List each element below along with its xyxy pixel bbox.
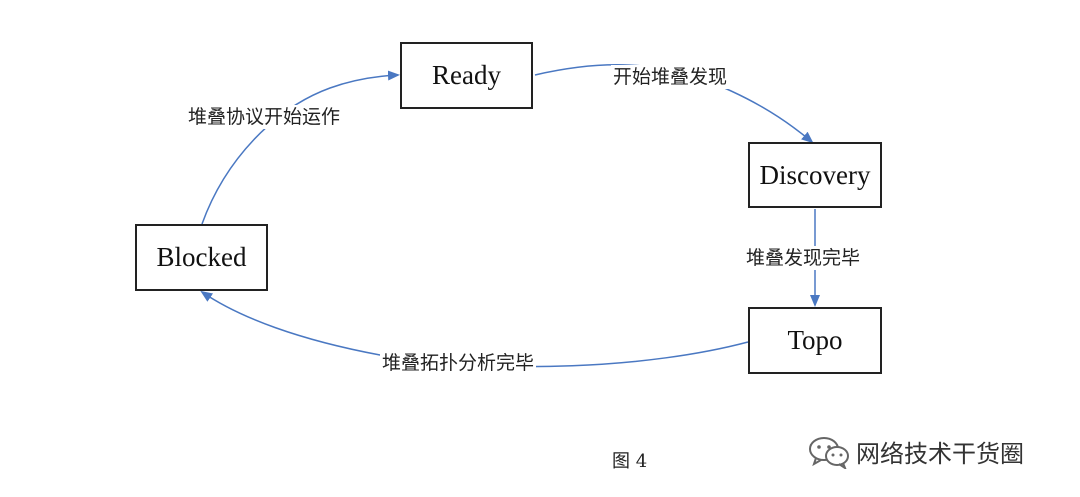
transition-label-ready-to-discovery: 开始堆叠发现 xyxy=(611,65,730,89)
wechat-icon xyxy=(809,436,849,469)
watermark-text: 网络技术干货圈 xyxy=(856,440,1024,468)
transition-label-discovery-to-topo: 堆叠发现完毕 xyxy=(744,246,863,270)
state-discovery-label: Discovery xyxy=(759,159,871,190)
figure-caption: 图 4 xyxy=(612,451,648,472)
arrow-blocked-to-ready xyxy=(201,70,400,225)
state-blocked-label: Blocked xyxy=(156,242,247,272)
transition-label-blocked-to-ready: 堆叠协议开始运作 xyxy=(186,105,343,129)
state-ready-label: Ready xyxy=(432,60,501,90)
state-topo: Topo xyxy=(748,307,882,374)
state-topo-label: Topo xyxy=(787,325,843,355)
state-discovery: Discovery xyxy=(748,142,882,208)
state-ready: Ready xyxy=(400,42,533,109)
watermark: 网络技术干货圈 xyxy=(808,434,1024,469)
transition-label-topo-to-blocked: 堆叠拓扑分析完毕 xyxy=(380,351,537,375)
state-blocked: Blocked xyxy=(135,224,268,291)
